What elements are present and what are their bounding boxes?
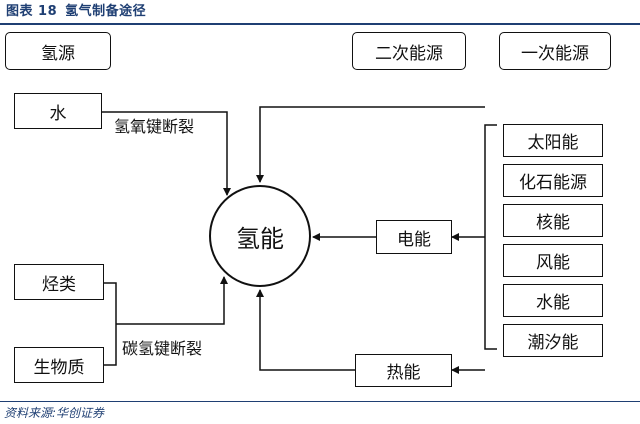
- wind-energy-box: 风能: [503, 244, 603, 277]
- fossil-energy-box: 化石能源: [503, 164, 603, 197]
- title-rule: [0, 23, 640, 25]
- hydro-energy-box: 水能: [503, 284, 603, 317]
- source-note: 资料来源:华创证券: [4, 406, 105, 420]
- hydrocarbon-bracket: [104, 282, 117, 366]
- secondary-energy-box: 二次能源: [352, 32, 466, 70]
- water-source-box: 水: [14, 93, 102, 129]
- thermal-to-hub-arrow: [256, 289, 355, 371]
- carbon-split-label: 碳氢键断裂: [122, 335, 203, 359]
- water-split-label: 氢氧键断裂: [114, 113, 195, 137]
- solar-energy-box: 太阳能: [503, 124, 603, 157]
- figure-caption: 氢气制备途径: [65, 4, 147, 19]
- biomass-source-box: 生物质: [14, 347, 104, 383]
- figure-title: 图表 18 氢气制备途径: [6, 2, 154, 22]
- water-to-hub-arrow: [102, 111, 231, 196]
- thermal-energy-box: 热能: [355, 354, 452, 387]
- hydrocarbon-source-box: 烃类: [14, 264, 104, 300]
- carbon-to-hub-arrow: [116, 276, 228, 325]
- hydrogen-source-box: 氢源: [5, 32, 111, 70]
- tidal-energy-box: 潮汐能: [503, 324, 603, 357]
- primary-bracket: [484, 124, 497, 350]
- nuclear-energy-box: 核能: [503, 204, 603, 237]
- footer-rule: [0, 401, 640, 402]
- primary-energy-box: 一次能源: [499, 32, 611, 70]
- electric-energy-box: 电能: [376, 220, 452, 254]
- figure-number: 图表 18: [6, 4, 58, 19]
- hydrogen-energy-node: 氢能: [209, 185, 311, 287]
- bracket-to-hub-top-arrow: [256, 106, 485, 183]
